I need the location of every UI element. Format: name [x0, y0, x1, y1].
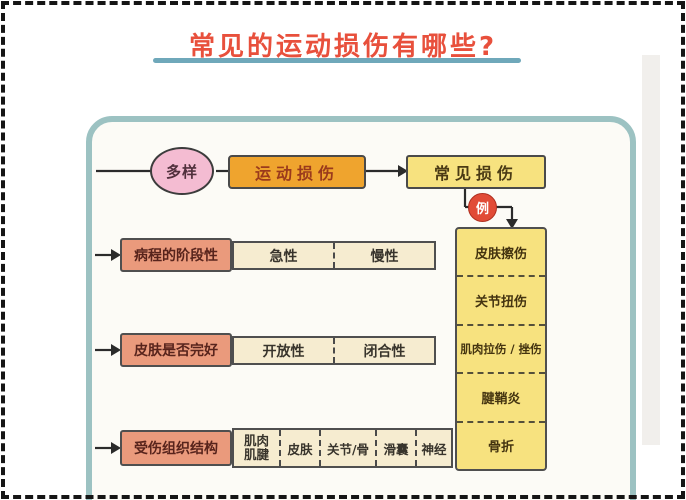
classification-options-stage: 急性 慢性 — [232, 241, 436, 270]
example-item: 关节扭伤 — [457, 277, 545, 326]
option-item: 肌肉 肌腱 — [243, 432, 269, 462]
arrowhead-row2-icon — [111, 344, 121, 356]
example-item: 腱鞘炎 — [457, 374, 545, 423]
classification-label-skin: 皮肤是否完好 — [120, 333, 232, 367]
page-title: 常见的运动损伤有哪些? — [188, 32, 498, 62]
examples-column: 皮肤擦伤 关节扭伤 肌肉拉伤 / 挫伤 腱鞘炎 骨折 — [455, 227, 547, 471]
classification-options-skin: 开放性 闭合性 — [232, 336, 436, 365]
node-common-injury: 常见损伤 — [406, 155, 546, 189]
classification-options-tissue: 肌肉 肌腱 皮肤 关节/骨 滑囊 神经 — [232, 428, 453, 468]
arrowhead-down-icon — [506, 219, 518, 229]
node-source: 多样 — [150, 147, 214, 195]
example-item: 肌肉拉伤 / 挫伤 — [457, 326, 545, 375]
example-item: 骨折 — [487, 440, 514, 456]
option-item: 关节/骨 — [319, 430, 375, 466]
classification-label-stage: 病程的阶段性 — [120, 238, 232, 272]
title-underline — [153, 58, 521, 63]
page-edge-shade — [642, 55, 660, 445]
arrowhead-row3-icon — [111, 442, 121, 454]
node-sports-injury: 运动损伤 — [228, 155, 366, 189]
option-item: 慢性 — [333, 243, 434, 268]
example-badge: 例 — [468, 193, 497, 222]
option-item: 急性 — [269, 248, 298, 265]
option-item: 神经 — [415, 430, 451, 466]
arrowhead-right-icon — [398, 165, 408, 177]
arrowhead-row1-icon — [111, 249, 121, 261]
option-item: 滑囊 — [375, 430, 415, 466]
option-item: 开放性 — [262, 343, 305, 360]
example-item: 皮肤擦伤 — [457, 229, 545, 278]
classification-label-tissue: 受伤组织结构 — [120, 430, 232, 466]
option-item: 皮肤 — [279, 430, 319, 466]
option-item: 闭合性 — [333, 338, 434, 363]
